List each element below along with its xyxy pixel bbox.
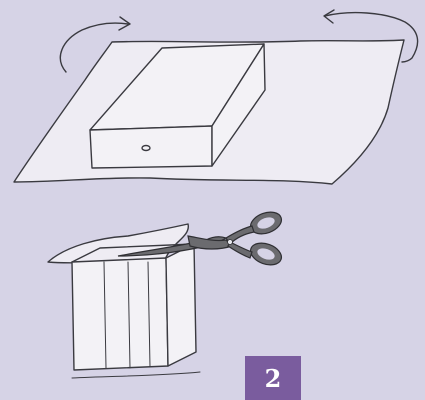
wrapping-paper-scene (14, 40, 404, 184)
upright-box-side (166, 244, 196, 366)
upright-box-front (72, 258, 168, 370)
step-number-badge: 2 (245, 356, 301, 400)
box-front-face (90, 126, 212, 168)
